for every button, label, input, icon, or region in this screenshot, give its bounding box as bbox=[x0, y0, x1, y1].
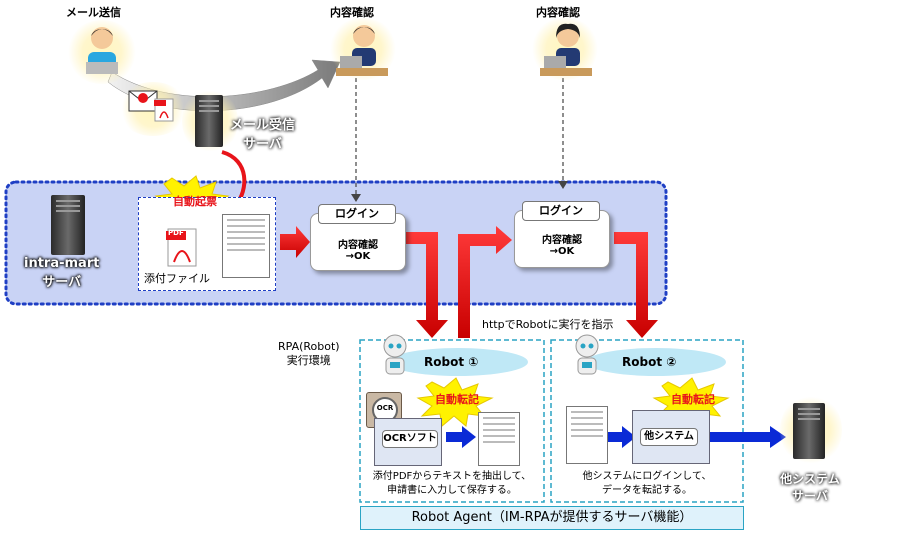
login-1-body-line2: →OK bbox=[345, 251, 371, 262]
robot2-desc-line2: データを転記する。 bbox=[602, 485, 692, 496]
red-arrow-3 bbox=[458, 226, 512, 338]
intramart-server-icon bbox=[51, 195, 85, 255]
login-1-body-line1: 内容確認 bbox=[338, 240, 378, 251]
blue-arrow-2 bbox=[604, 426, 636, 448]
content-check-label-1: 内容確認 bbox=[330, 6, 374, 19]
mail-server-label-line2: サーバ bbox=[243, 137, 282, 152]
robot2-name: Robot ② bbox=[622, 355, 677, 369]
robot1-burst-shape bbox=[416, 377, 494, 427]
rpa-env-line2: 実行環境 bbox=[286, 354, 331, 367]
robot2-burst-label: 自動転記 bbox=[671, 393, 715, 406]
checker1-person-icon bbox=[336, 25, 388, 76]
checker2-person-icon bbox=[540, 23, 592, 76]
application-form-doc bbox=[222, 214, 270, 278]
blue-arrow-1 bbox=[446, 426, 476, 448]
robot1-desc-line1: 添付PDFからテキストを抽出して、 bbox=[372, 471, 532, 482]
mail-send-label: メール送信 bbox=[66, 6, 121, 19]
login-2-body-line2: →OK bbox=[549, 246, 575, 257]
content-check-label-2: 内容確認 bbox=[536, 6, 580, 19]
robot1-name: Robot ① bbox=[424, 355, 479, 369]
mail-server-icon bbox=[195, 95, 223, 147]
red-arrow-4 bbox=[614, 232, 658, 338]
auto-start-burst-label: 自動起票 bbox=[173, 195, 217, 208]
other-server-line2: サーバ bbox=[792, 489, 828, 503]
mail-server-label-line1: メール受信 bbox=[230, 118, 296, 133]
sender-person-icon bbox=[86, 27, 118, 74]
rpa-env-label: RPA(Robot) 実行環境 bbox=[278, 340, 340, 368]
intramart-label: intra-mart サーバ bbox=[24, 256, 99, 290]
pdf-icon-small bbox=[154, 98, 174, 122]
red-arrow-1 bbox=[280, 226, 310, 258]
intramart-label-line2: サーバ bbox=[42, 275, 82, 290]
login-tab-1: ログイン bbox=[318, 204, 396, 224]
robot1-desc-line2: 申請書に入力して保存する。 bbox=[387, 485, 517, 496]
login-tab-2: ログイン bbox=[522, 201, 600, 221]
login-2-body-line1: 内容確認 bbox=[542, 235, 582, 246]
attachment-pdf-icon bbox=[166, 228, 197, 267]
red-arrow-2 bbox=[406, 232, 448, 338]
robot1-form-doc bbox=[478, 412, 520, 466]
robot2-desc-line1: 他システムにログインして、 bbox=[582, 471, 712, 482]
robot2-description: 他システムにログインして、 データを転記する。 bbox=[553, 470, 741, 498]
robot-agent-banner: Robot Agent（IM-RPAが提供するサーバ機能） bbox=[360, 506, 744, 530]
robot1-robot-icon bbox=[383, 334, 407, 375]
robot1-description: 添付PDFからテキストを抽出して、 申請書に入力して保存する。 bbox=[362, 470, 542, 498]
attachment-label: 添付ファイル bbox=[144, 272, 210, 285]
rpa-env-line1: RPA(Robot) bbox=[278, 340, 340, 353]
ocr-icon-text: OCR bbox=[376, 404, 394, 412]
other-server-icon bbox=[793, 403, 825, 459]
ocr-soft-label: OCRソフト bbox=[382, 430, 438, 448]
robot2-robot-icon bbox=[575, 334, 599, 375]
attachment-pdf-text: PDF bbox=[168, 229, 184, 237]
other-server-line1: 他システム bbox=[780, 472, 840, 486]
other-system-label: 他システム bbox=[640, 428, 698, 446]
login-2-body: 内容確認 →OK bbox=[515, 231, 609, 257]
robot1-burst-label: 自動転記 bbox=[435, 393, 479, 406]
mail-server-label: メール受信 サーバ bbox=[230, 114, 295, 152]
blue-arrow-3 bbox=[708, 426, 786, 448]
login-1-body: 内容確認 →OK bbox=[311, 236, 405, 262]
robot2-form-doc bbox=[566, 406, 608, 464]
other-server-label: 他システム サーバ bbox=[778, 470, 842, 504]
intramart-label-line1: intra-mart bbox=[24, 256, 100, 271]
http-instruction: httpでRobotに実行を指示 bbox=[482, 318, 614, 331]
